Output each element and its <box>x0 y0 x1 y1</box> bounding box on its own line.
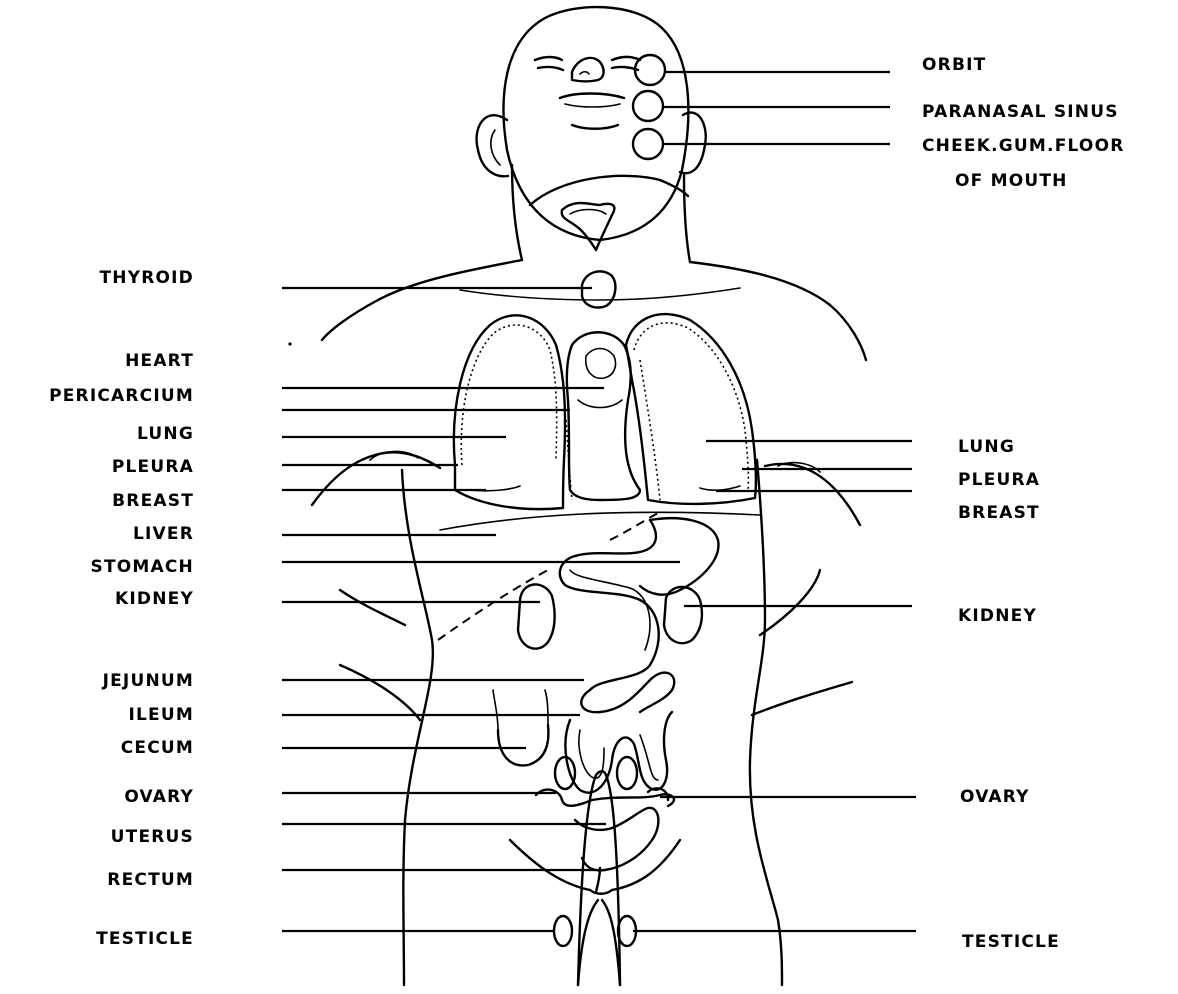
label-testicle-right: TESTICLE <box>962 932 1060 952</box>
label-lung-left: LUNG <box>137 424 194 444</box>
leader-lines-right <box>633 72 916 931</box>
label-cheek-line2: OF MOUTH <box>955 171 1068 191</box>
lungs-drawing <box>440 314 760 530</box>
testicle-left-bottom <box>554 916 572 946</box>
sinus-marker <box>633 91 663 121</box>
label-breast-left: BREAST <box>112 491 194 511</box>
label-paranasal-sinus: PARANASAL SINUS <box>922 102 1119 122</box>
label-ovary-right: OVARY <box>960 787 1030 807</box>
testicle-left-shape <box>555 757 575 789</box>
label-pleura-left: PLEURA <box>112 457 194 477</box>
label-pericarcium: PERICARCIUM <box>49 386 194 406</box>
label-pleura-right: PLEURA <box>958 470 1040 490</box>
label-kidney-right: KIDNEY <box>958 606 1037 626</box>
abdomen-drawing <box>493 518 718 892</box>
label-ileum: ILEUM <box>129 705 195 725</box>
label-breast-right: BREAST <box>958 503 1040 523</box>
label-kidney-left: KIDNEY <box>115 589 194 609</box>
label-cheek-line1: CHEEK.GUM.FLOOR <box>922 136 1125 156</box>
label-testicle-left: TESTICLE <box>96 929 194 949</box>
cheek-marker <box>633 129 663 159</box>
label-rectum: RECTUM <box>107 870 194 890</box>
label-heart: HEART <box>125 351 194 371</box>
label-thyroid: THYROID <box>99 268 194 288</box>
label-stomach: STOMACH <box>91 557 194 577</box>
labels-left: THYROID HEART PERICARCIUM LUNG PLEURA BR… <box>49 268 194 949</box>
label-jejunum: JEJUNUM <box>102 671 194 691</box>
label-cecum: CECUM <box>121 738 194 758</box>
label-liver: LIVER <box>133 524 194 544</box>
label-ovary-left: OVARY <box>124 787 194 807</box>
orbit-marker <box>635 55 665 85</box>
label-lung-right: LUNG <box>958 437 1015 457</box>
thyroid-drawing <box>582 271 615 307</box>
labels-right: ORBIT PARANASAL SINUS CHEEK.GUM.FLOOR OF… <box>922 55 1125 952</box>
testicle-right-shape <box>617 757 637 789</box>
label-orbit: ORBIT <box>922 55 986 75</box>
label-uterus: UTERUS <box>111 827 194 847</box>
torso-drawing <box>312 260 866 985</box>
